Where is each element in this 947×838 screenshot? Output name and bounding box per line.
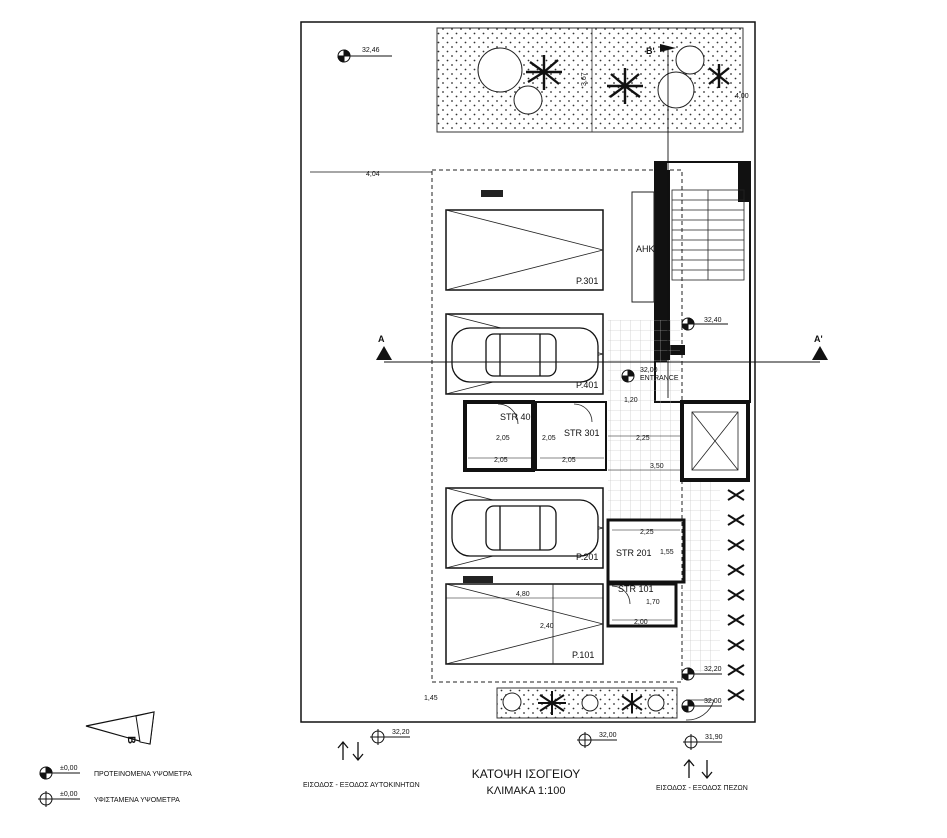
drawing-title: ΚΑΤΟΨΗ ΙΣΟΓΕΙΟΥ [472,767,581,781]
level-bottom-mid: 32,00 [599,732,617,739]
palm-icon [538,691,643,715]
level-entrance: 32,00 [640,367,658,374]
dim-corridor-b: 2,25 [636,435,650,442]
section-label-b-prime: B' [646,46,655,56]
dim-bottom-left: 1,45 [424,695,438,702]
parking-p301 [445,209,604,291]
room-p101: P.101 [572,650,594,660]
legend-existing-label: ΥΦΙΣΤΑΜΕΝΑ ΥΨΟΜΕΤΡΑ [94,797,180,804]
room-p301: P.301 [576,276,598,286]
ahk-room [631,191,655,303]
level-bottom-right-2: 32,00 [704,698,722,705]
dim-str301-h: 2,05 [542,435,556,442]
north-label: B [125,736,137,744]
north-arrow-icon [85,711,155,745]
storage-401 [463,400,535,472]
drawing-scale: ΚΛΙΜΑΚΑ 1:100 [487,785,566,797]
palm-icon [526,55,730,104]
dim-str301-w: 2,05 [562,457,576,464]
dim-str101-w: 2,00 [634,619,648,626]
room-str201: STR 201 [616,548,652,558]
legend-existing-value: ±0,00 [60,791,78,798]
caption-car-entry: ΕΙΣΟΔΟΣ - ΕΞΟΔΟΣ ΑΥΤΟΚΙΝΗΤΩΝ [303,782,420,789]
dim-p101-len: 4,80 [516,591,530,598]
parking-p101 [445,583,604,665]
storage-201 [606,518,686,584]
legend-proposed-value: ±0,00 [60,765,78,772]
section-label-a: A [378,334,385,344]
dim-p101-w: 2,40 [540,623,554,630]
legend [38,766,80,807]
level-top-left: 32,46 [362,47,380,54]
car-icon [451,327,599,383]
level-bottom-right-exist: 31,90 [705,734,723,741]
legend-proposed-label: ΠΡΟΤΕΙΝΟΜΕΝΑ ΥΨΟΜΕΤΡΑ [94,771,192,778]
car-icon [451,499,599,557]
level-stair-hall: 32,40 [704,317,722,324]
level-marker-icon [337,49,728,713]
storage-101 [606,582,678,628]
dim-corridor-a: 1,20 [624,397,638,404]
room-p201: P.201 [576,552,598,562]
level-car-entry: 32,20 [392,729,410,736]
dim-top-right: 4,00 [735,93,749,100]
section-label-a-prime: A' [814,334,823,344]
room-str101: STR 101 [618,584,654,594]
bollard [481,190,503,197]
pedestrian-entry-arrows-icon [683,758,713,780]
room-entrance: ENTRANCE [640,375,679,382]
dim-str201-w: 2,25 [640,529,654,536]
tree-icon [477,45,705,115]
dim-top-setback: 4,04 [366,171,380,178]
plot-boundary [300,21,756,723]
room-p401: P.401 [576,380,598,390]
dim-corridor-c: 3,50 [650,463,664,470]
level-garden: 3,67 [581,72,588,86]
room-str301: STR 301 [564,428,600,438]
dim-str401-h: 2,05 [496,435,510,442]
dim-str401-w: 2,05 [494,457,508,464]
dim-str101-h: 1,70 [646,599,660,606]
storage-301 [535,401,607,471]
room-str401: STR 401 [500,412,536,422]
bollard [463,576,493,583]
existing-level-icon [370,729,722,750]
caption-pedestrian-entry: ΕΙΣΟΔΟΣ - ΕΞΟΔΟΣ ΠΕΖΩΝ [656,785,748,792]
hedge [727,489,745,701]
corridor-paving [608,320,680,520]
room-ahk: AHK [636,244,655,254]
stairs [671,189,745,281]
dim-str201-h: 1,55 [660,549,674,556]
car-entry-arrows-icon [337,740,364,762]
level-bottom-right-1: 32,20 [704,666,722,673]
